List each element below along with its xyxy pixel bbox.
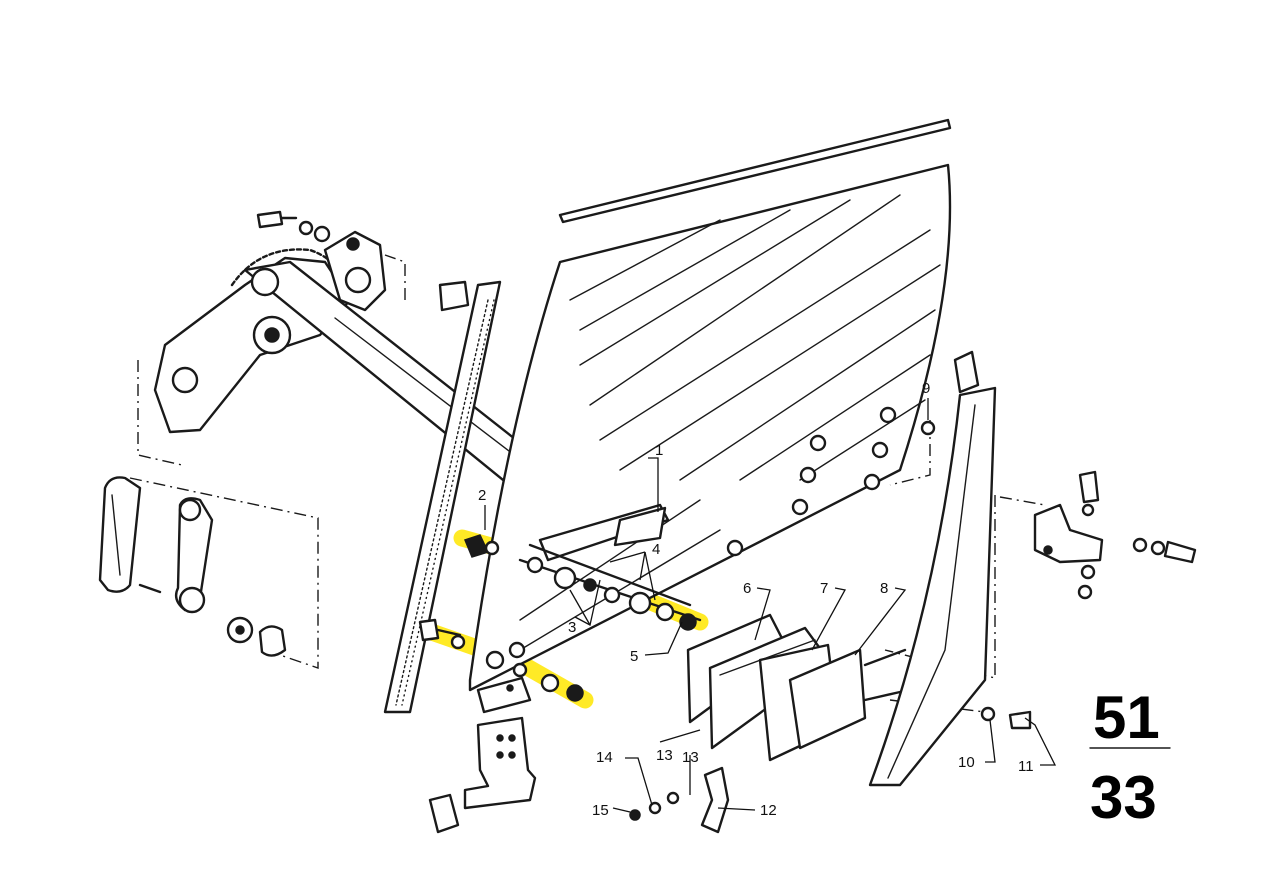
callout-4: 4 xyxy=(652,541,660,558)
front-guide-channel xyxy=(383,280,502,714)
callout-3: 3 xyxy=(568,619,576,636)
callout-leaders xyxy=(484,398,1171,813)
right-mounting-bracket xyxy=(980,470,1197,730)
callout-11: 11 xyxy=(1018,758,1034,775)
window-crank-handle xyxy=(98,476,287,657)
callout-1: 1 xyxy=(655,442,663,459)
callout-2: 2 xyxy=(478,487,486,504)
callout-8: 8 xyxy=(880,580,888,597)
window-regulator xyxy=(153,210,592,522)
callout-13-lower: 13 xyxy=(656,747,673,764)
group-number-major: 51 xyxy=(1093,684,1160,751)
top-weather-strip xyxy=(558,118,952,224)
callout-7: 7 xyxy=(820,580,828,597)
retaining-clip xyxy=(700,766,730,834)
callout-10: 10 xyxy=(958,754,975,771)
group-number-minor: 33 xyxy=(1090,764,1157,831)
bottom-support-bracket xyxy=(428,716,537,834)
callout-labels: 1 2 3 4 5 6 7 8 9 10 11 12 13 13 14 15 xyxy=(478,380,1034,819)
rear-guide-channel xyxy=(868,350,997,787)
group-number: 51 33 xyxy=(1090,684,1160,831)
window-glass xyxy=(468,163,952,692)
mounting-plates xyxy=(686,613,907,762)
small-fasteners xyxy=(629,420,936,821)
callout-9: 9 xyxy=(922,380,930,397)
callout-15: 15 xyxy=(592,802,609,819)
lower-glass-bracket xyxy=(476,676,532,714)
upper-bolt-row xyxy=(464,534,697,631)
callout-13-upper: 13 xyxy=(682,749,699,766)
callout-5: 5 xyxy=(630,648,638,665)
callout-14: 14 xyxy=(596,749,613,766)
callout-6: 6 xyxy=(743,580,751,597)
lower-bolt-row xyxy=(418,618,584,702)
callout-12: 12 xyxy=(760,802,777,819)
